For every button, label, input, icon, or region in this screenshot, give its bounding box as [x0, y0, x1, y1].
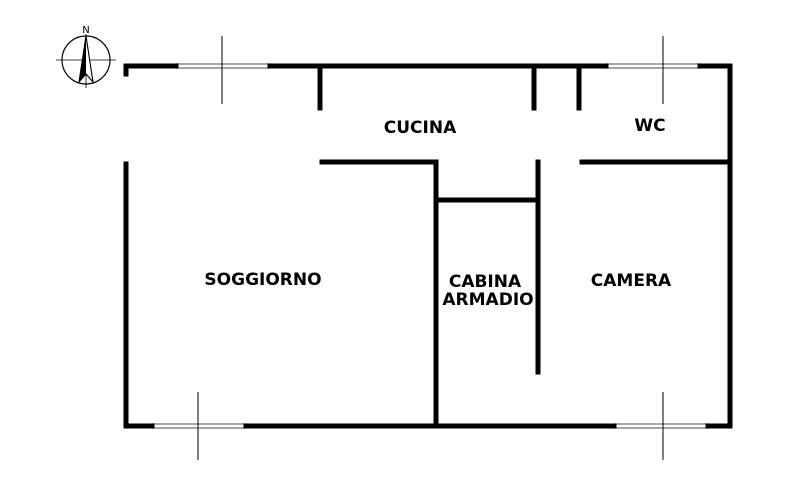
windows — [152, 36, 708, 460]
north-compass-icon: N — [56, 25, 116, 88]
window-top-right — [606, 36, 700, 104]
window-bottom-left — [152, 392, 246, 460]
compass-needle-shade — [79, 36, 86, 82]
compass-north-label: N — [82, 25, 89, 36]
room-label-closet-line2: ARMADIO — [442, 290, 533, 310]
room-label-wc: WC — [634, 116, 665, 136]
room-label-kitchen: CUCINA — [384, 118, 457, 138]
room-label-bedroom: CAMERA — [591, 271, 672, 291]
room-label-closet-line1: CABINA — [449, 272, 522, 292]
room-label-living: SOGGIORNO — [204, 270, 321, 290]
window-top-left — [176, 36, 270, 104]
walls — [123, 63, 733, 429]
window-bottom-right — [614, 392, 708, 460]
